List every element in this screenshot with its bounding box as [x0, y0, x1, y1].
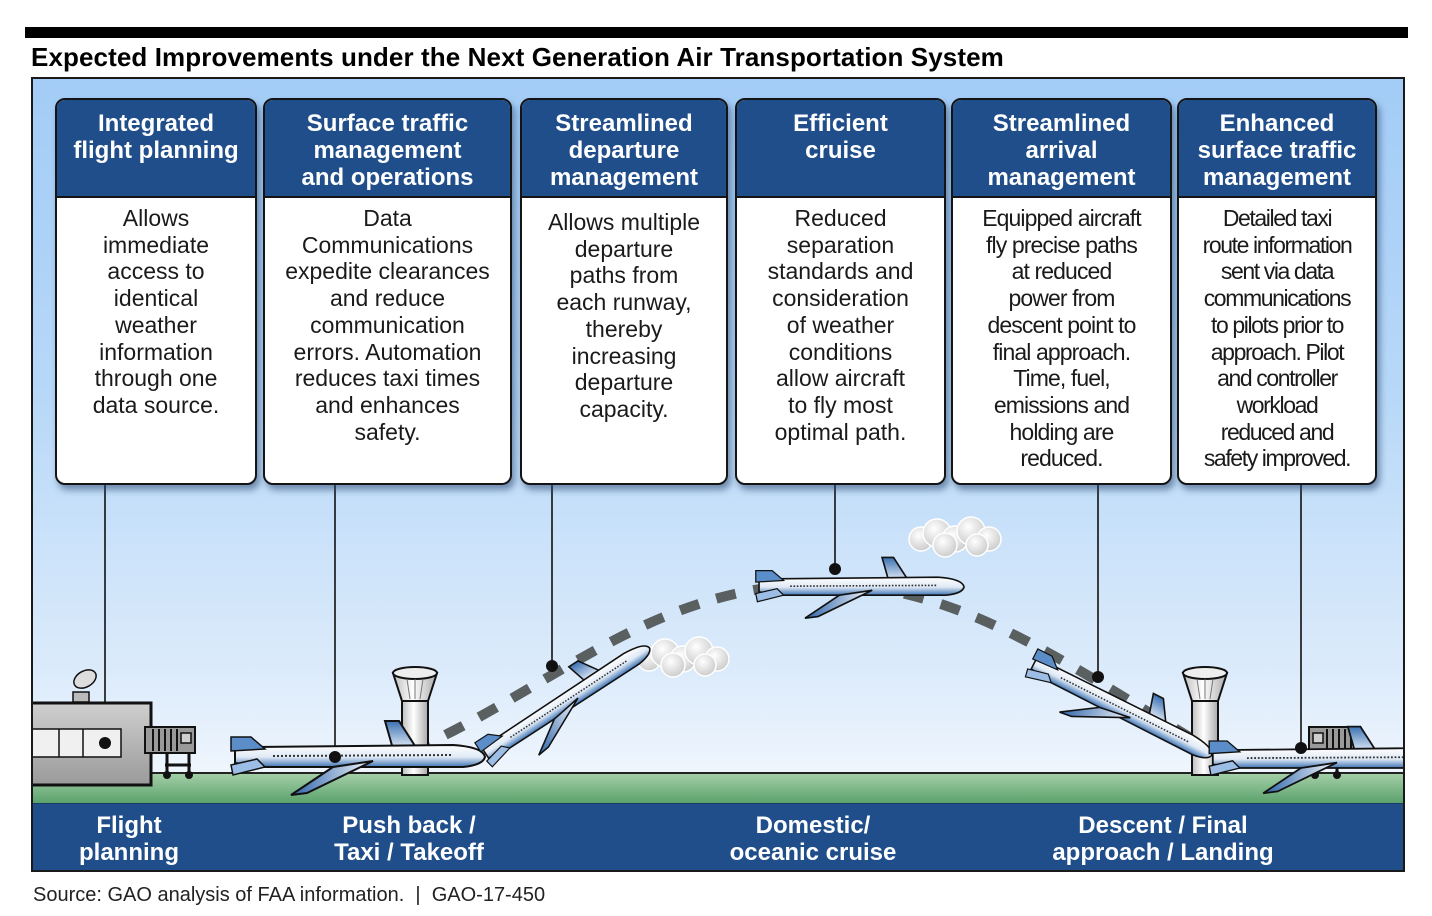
- airplane-departure: [467, 623, 667, 782]
- card-surface-traffic-management: Surface traffic management and operation…: [263, 98, 512, 485]
- phase-label-flight-planning: Flight planning: [79, 812, 179, 866]
- card-heading: Enhanced surface traffic management: [1179, 100, 1375, 198]
- card-description: Equipped aircraft fly precise paths at r…: [982, 205, 1141, 472]
- card-streamlined-arrival: Streamlined arrival management Equipped …: [951, 98, 1172, 485]
- cloud-right: [908, 516, 1002, 558]
- leader-dots: [329, 563, 1307, 763]
- phase-label-cruise: Domestic/ oceanic cruise: [729, 812, 897, 866]
- card-heading: Streamlined arrival management: [953, 100, 1170, 198]
- phase-label-takeoff: Push back / Taxi / Takeoff: [334, 812, 484, 866]
- figure-title: Expected Improvements under the Next Gen…: [31, 42, 1004, 72]
- card-description: Reduced separation standards and conside…: [767, 205, 914, 445]
- flight-phase-illustration: [33, 485, 1403, 803]
- flight-path: [408, 578, 1216, 756]
- card-heading: Streamlined departure management: [522, 100, 726, 198]
- card-description: Data Communications expedite clearances …: [285, 205, 490, 445]
- card-integrated-flight-planning: Integrated flight planning Allows immedi…: [55, 98, 257, 485]
- airplane-cruise: [754, 556, 965, 619]
- source-note: Source: GAO analysis of FAA information.…: [33, 884, 546, 906]
- card-streamlined-departure: Streamlined departure management Allows …: [520, 98, 728, 485]
- card-description: Detailed taxi route information sent via…: [1202, 205, 1353, 472]
- cloud-left: [636, 636, 730, 678]
- scene: Integrated flight planning Allows immedi…: [33, 79, 1403, 870]
- top-rule: [25, 27, 1408, 38]
- card-description: Allows immediate access to identical wea…: [92, 205, 220, 418]
- card-enhanced-surface-traffic: Enhanced surface traffic management Deta…: [1177, 98, 1377, 485]
- diagram-frame: Integrated flight planning Allows immedi…: [31, 77, 1405, 872]
- phase-label-landing: Descent / Final approach / Landing: [1052, 812, 1274, 866]
- terminal-icon: [33, 669, 153, 787]
- card-description: Allows multiple departure paths from eac…: [547, 209, 701, 422]
- card-heading: Integrated flight planning: [57, 100, 255, 198]
- card-efficient-cruise: Efficient cruise Reduced separation stan…: [735, 98, 946, 485]
- phase-bar: [33, 803, 1403, 870]
- card-heading: Surface traffic management and operation…: [265, 100, 510, 198]
- card-heading: Efficient cruise: [737, 100, 944, 198]
- ground: [33, 773, 1403, 803]
